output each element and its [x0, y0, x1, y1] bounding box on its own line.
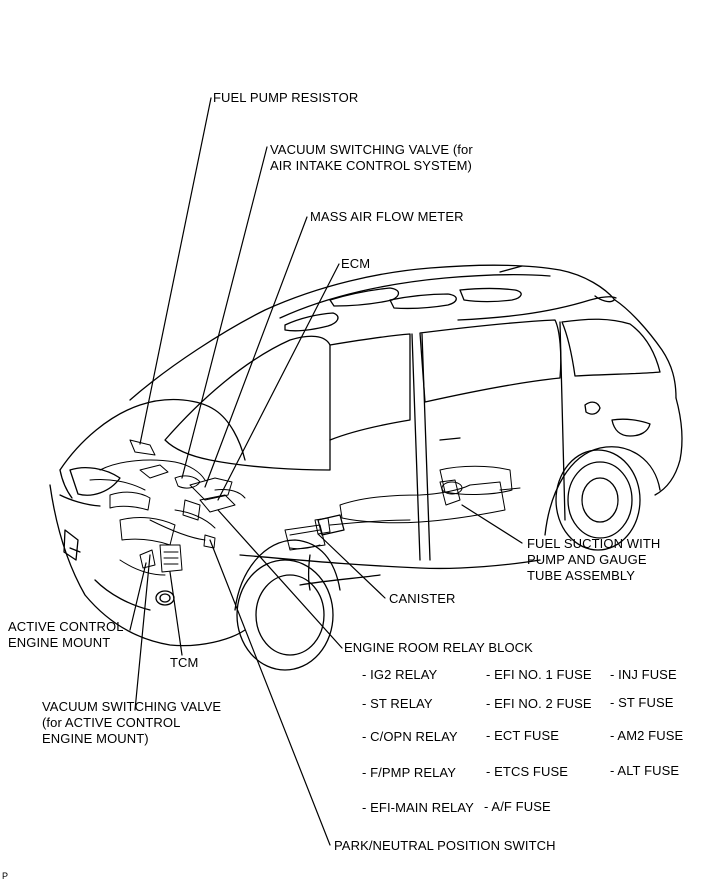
- fuse-item: - A/F FUSE: [484, 799, 551, 814]
- fuse-item: - INJ FUSE: [610, 667, 677, 682]
- fuse-item: - AM2 FUSE: [610, 728, 684, 743]
- leader-lines: [129, 97, 523, 846]
- label-tcm: TCM: [170, 655, 199, 670]
- relay-item: - F/PMP RELAY: [362, 765, 457, 780]
- label-fuel-pump-resistor: FUEL PUMP RESISTOR: [213, 90, 359, 105]
- label-fuel-suction-line1: FUEL SUCTION WITH: [527, 536, 661, 551]
- fuse-item: - ECT FUSE: [486, 728, 559, 743]
- label-canister: CANISTER: [389, 591, 456, 606]
- relay-item: - C/OPN RELAY: [362, 729, 458, 744]
- label-fuel-suction-line2: PUMP AND GAUGE: [527, 552, 647, 567]
- minivan-body: [49, 264, 683, 671]
- label-vsv-mount-line2: (for ACTIVE CONTROL: [42, 715, 181, 730]
- relay-item: - IG2 RELAY: [362, 667, 438, 682]
- relay-item: - EFI-MAIN RELAY: [362, 800, 474, 815]
- label-vsv-air-intake-line2: AIR INTAKE CONTROL SYSTEM): [270, 158, 472, 173]
- label-park-neutral-switch: PARK/NEUTRAL POSITION SWITCH: [334, 838, 556, 853]
- label-vsv-mount-line1: VACUUM SWITCHING VALVE: [42, 699, 222, 714]
- label-ecm: ECM: [341, 256, 371, 271]
- label-active-mount-line2: ENGINE MOUNT: [8, 635, 111, 650]
- fuse-item: - ST FUSE: [610, 695, 674, 710]
- fuse-item: - ETCS FUSE: [486, 764, 568, 779]
- label-mass-air-flow-meter: MASS AIR FLOW METER: [310, 209, 464, 224]
- label-vsv-air-intake-line1: VACUUM SWITCHING VALVE (for: [270, 142, 473, 157]
- label-engine-room-relay-block: ENGINE ROOM RELAY BLOCK: [344, 640, 533, 655]
- label-vsv-mount-line3: ENGINE MOUNT): [42, 731, 149, 746]
- fuse-item: - EFI NO. 2 FUSE: [486, 696, 592, 711]
- engine-compartment: [89, 439, 246, 576]
- fuel-system: [284, 465, 521, 551]
- fuse-item: - EFI NO. 1 FUSE: [486, 667, 592, 682]
- label-fuel-suction-line3: TUBE ASSEMBLY: [527, 568, 635, 583]
- fuse-item: - ALT FUSE: [610, 763, 680, 778]
- label-active-mount-line1: ACTIVE CONTROL: [8, 619, 124, 634]
- corner-mark: P: [2, 871, 9, 881]
- relay-item: - ST RELAY: [362, 696, 433, 711]
